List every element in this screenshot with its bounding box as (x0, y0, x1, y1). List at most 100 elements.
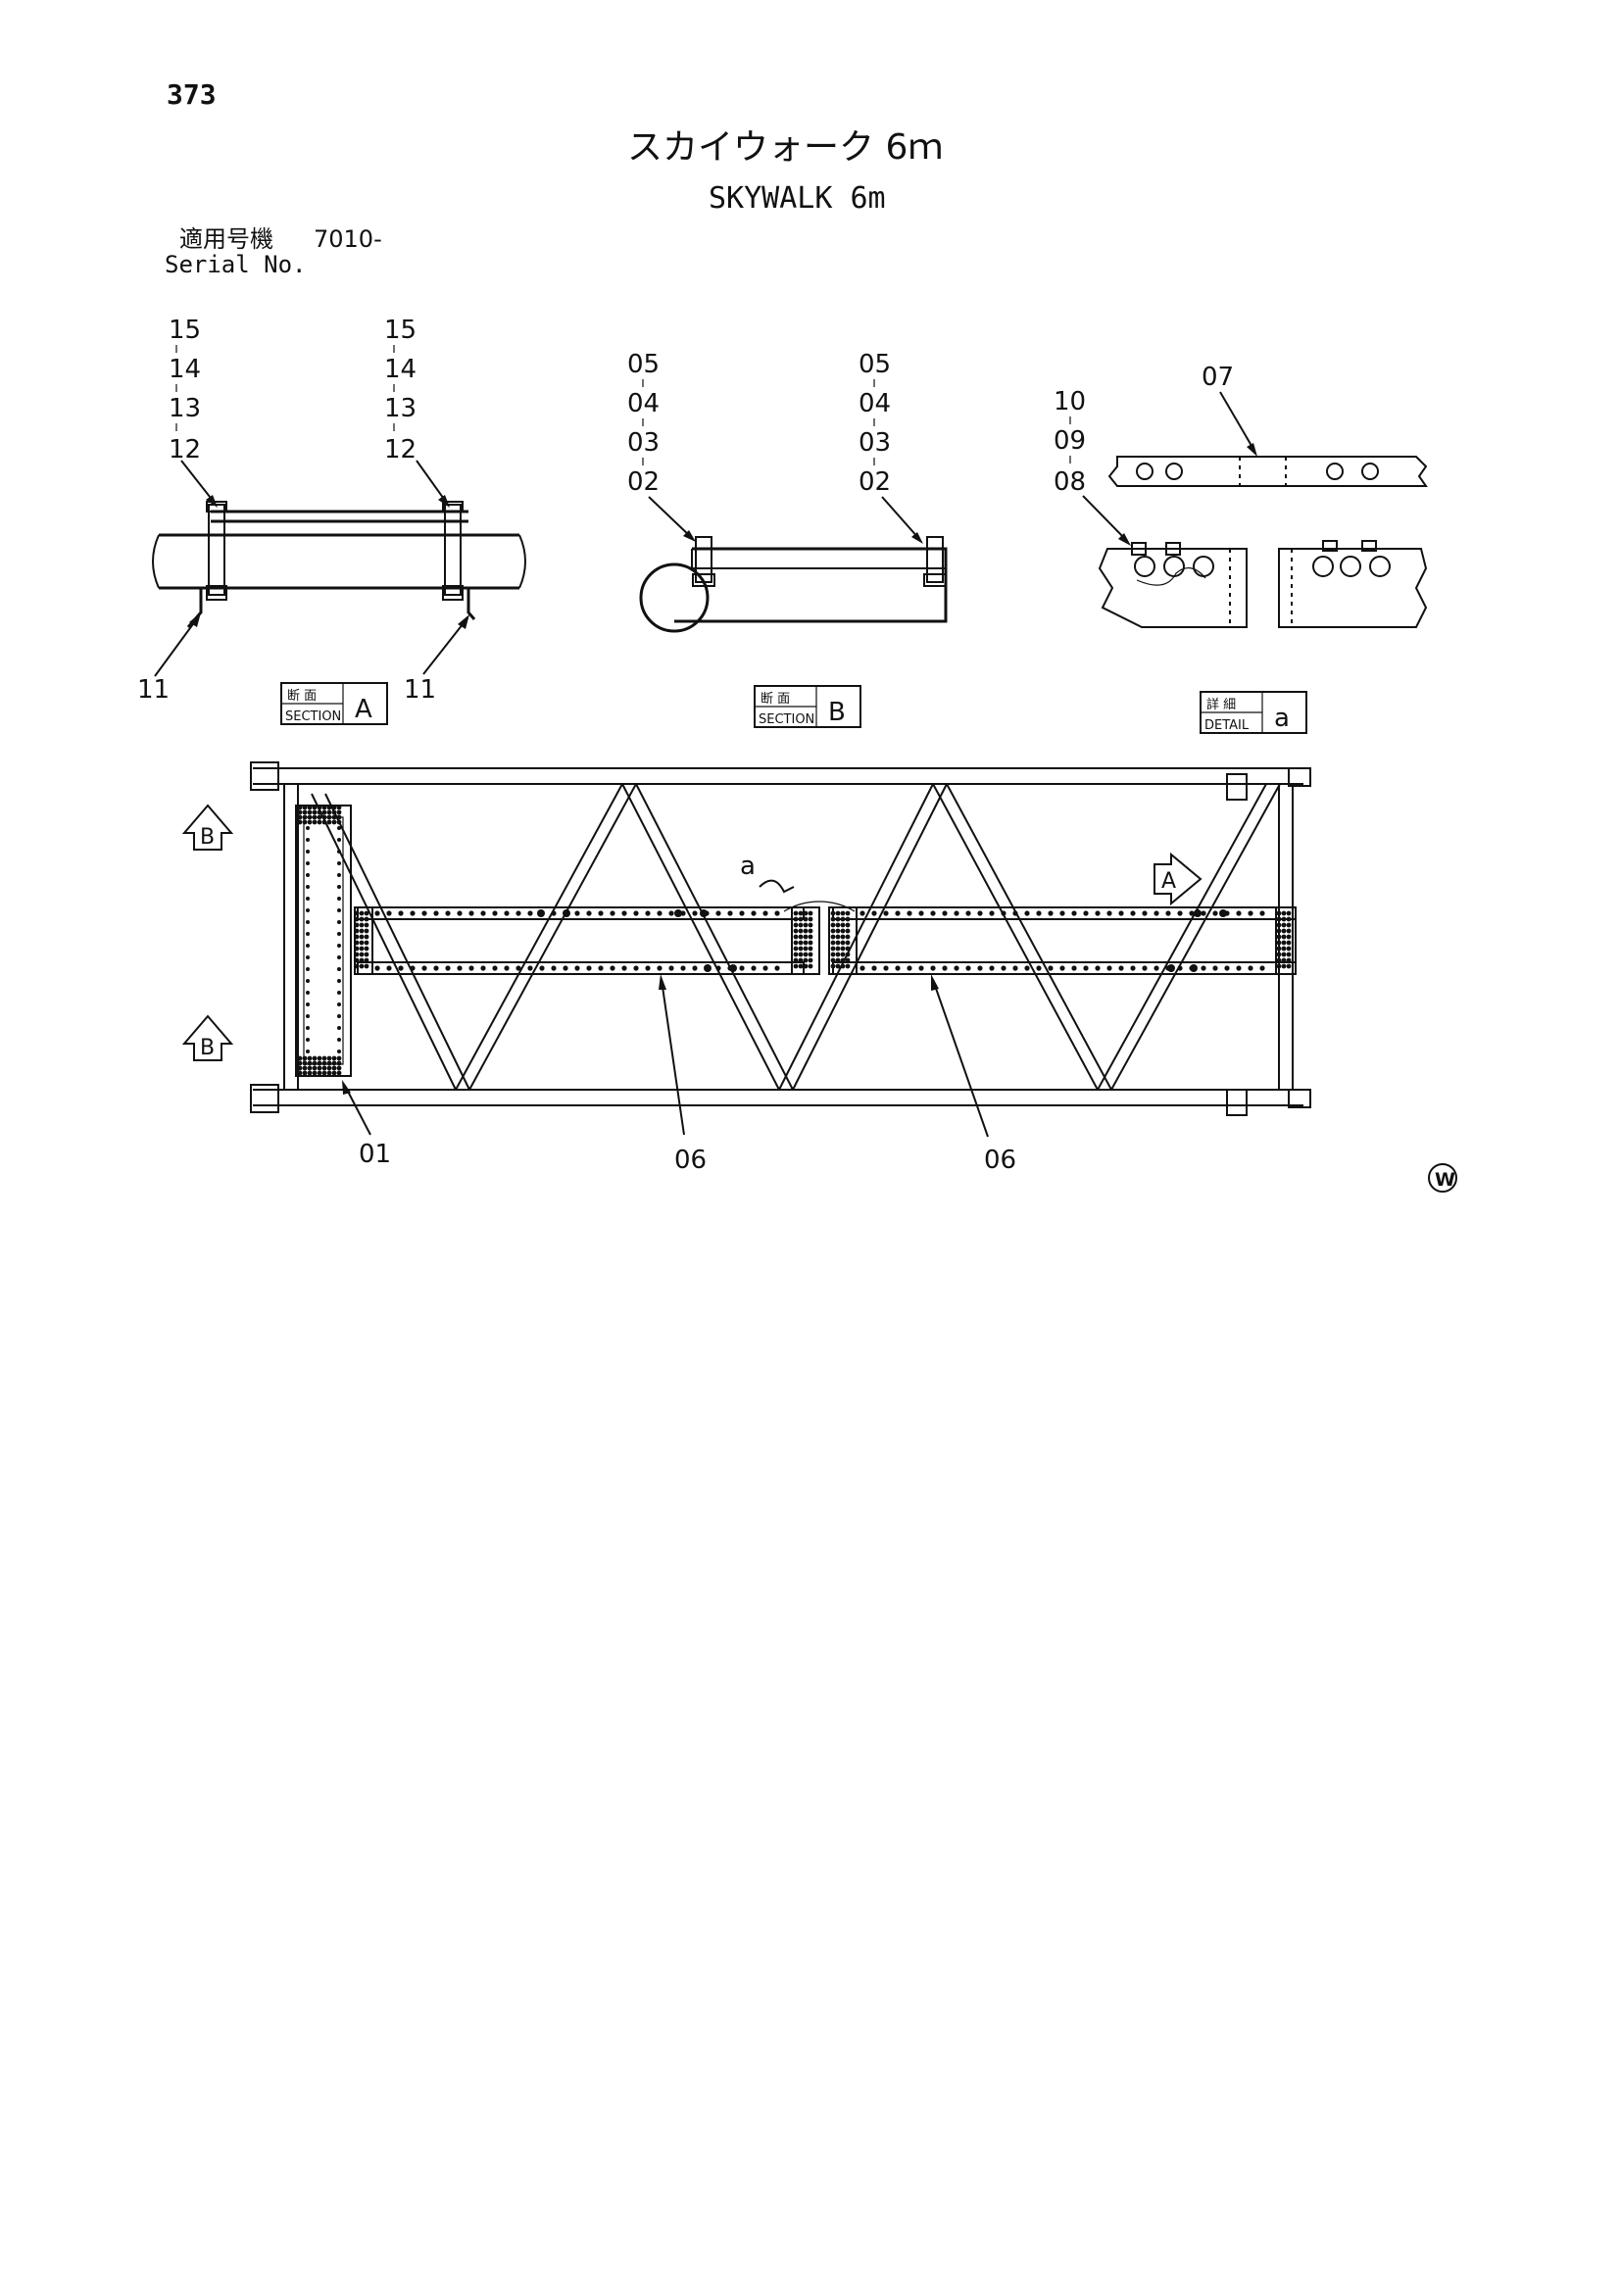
bolt-dot (942, 965, 948, 971)
bolt-dot (739, 965, 745, 971)
bolt-dot (727, 910, 733, 916)
section-b-label-right-3: 02 (859, 467, 891, 497)
bolt-dot (930, 965, 936, 971)
bolt-dot (337, 1026, 341, 1030)
bolt-dot (954, 910, 959, 916)
bolt-dot (527, 965, 533, 971)
bolt-dot (336, 1055, 342, 1061)
bolt-dot (302, 1055, 308, 1061)
bolt-dot (359, 928, 365, 934)
bolt-dot (337, 873, 341, 877)
bolt-dot (871, 910, 877, 916)
bolt-dot (321, 809, 327, 815)
bolt-dot (306, 1014, 310, 1018)
bolt-dot (337, 838, 341, 842)
bolt-dot (598, 965, 604, 971)
bolt-dot (845, 952, 851, 957)
bolt-dot (774, 965, 780, 971)
bolt-dot (302, 809, 308, 815)
bolt-dot (336, 1065, 342, 1071)
bolt-dot (645, 910, 651, 916)
bolt-dot (359, 922, 365, 928)
bolt-dot (1012, 910, 1018, 916)
bolt-dot (492, 910, 498, 916)
bolt-dot (364, 922, 369, 928)
bolt-dot (551, 910, 557, 916)
bolt-dot (883, 910, 889, 916)
bolt-dot (306, 861, 310, 865)
bolt-dot (1130, 965, 1136, 971)
bolt-dot (359, 957, 365, 963)
bolt-dot (297, 805, 303, 810)
bolt-dot (1286, 957, 1292, 963)
bolt-dot (1189, 910, 1195, 916)
bolt-dot (1276, 963, 1282, 969)
bolt-dot (307, 805, 313, 810)
bolt-dot (312, 1055, 318, 1061)
bolt-dot (336, 805, 342, 810)
callout-06-right: 06 (984, 1146, 1016, 1175)
bolt-dot (317, 1060, 322, 1066)
bolt-dot (331, 1070, 337, 1076)
bolt-dot (337, 1014, 341, 1018)
bolt-dot (1154, 910, 1159, 916)
bolt-dot (306, 920, 310, 924)
bolt-dot (574, 910, 580, 916)
bolt-dot (1276, 910, 1282, 916)
section-a-tag-en: SECTION (285, 709, 341, 724)
bolt-dot (774, 910, 780, 916)
section-b-label-left-1: 04 (627, 389, 660, 418)
bolt-dot (793, 963, 799, 969)
serial-label-english: Serial No. (165, 251, 307, 278)
bolt-dot (845, 928, 851, 934)
bolt-dot (337, 920, 341, 924)
bolt-dot (326, 1070, 332, 1076)
bolt-dot (1083, 910, 1089, 916)
bolt-dot (830, 963, 836, 969)
bolt-dot (1248, 965, 1253, 971)
bolt-dot (1059, 965, 1065, 971)
bolt-dot (306, 826, 310, 830)
bolt-dot (374, 910, 380, 916)
bolt-dot (445, 965, 451, 971)
bolt-dot (845, 934, 851, 940)
title-english: SKYWALK 6m (709, 181, 886, 216)
bolt-dot (645, 965, 651, 971)
bolt-dot (321, 1060, 327, 1066)
bolt-dot (798, 963, 804, 969)
section-b-label-left-0: 05 (627, 350, 660, 379)
bolt-dot (808, 922, 813, 928)
bolt-dot (1130, 910, 1136, 916)
bolt-dot (307, 1065, 313, 1071)
bolt-dot (515, 910, 521, 916)
bolt-dot (1024, 965, 1030, 971)
bolt-dot (621, 965, 627, 971)
bolt-dot (830, 957, 836, 963)
bolt-dot (306, 838, 310, 842)
bolt-dot (433, 910, 439, 916)
bolt-dot (354, 910, 360, 916)
bolt-dot (364, 963, 369, 969)
bolt-dot (845, 963, 851, 969)
bolt-dot (954, 965, 959, 971)
section-a-label-left-2: 13 (169, 394, 201, 423)
bolt-dot (918, 910, 924, 916)
bolt-dot (364, 946, 369, 952)
bolt-dot (297, 1055, 303, 1061)
bolt-pattern (297, 805, 1292, 1076)
bolt-dot (336, 1060, 342, 1066)
bolt-dot (1048, 910, 1054, 916)
bolt-dot (1281, 928, 1287, 934)
bolt-dot (1142, 965, 1148, 971)
bolt-dot (793, 940, 799, 946)
bolt-dot (633, 965, 639, 971)
section-a-pointer-left: 11 (137, 675, 170, 705)
bolt-dot (504, 965, 510, 971)
bolt-dot (840, 957, 846, 963)
bolt-dot (297, 819, 303, 825)
bolt-dot (312, 819, 318, 825)
bolt-dot (297, 1060, 303, 1066)
bolt-dot (1281, 940, 1287, 946)
bolt-dot (977, 910, 983, 916)
bolt-dot (668, 965, 674, 971)
